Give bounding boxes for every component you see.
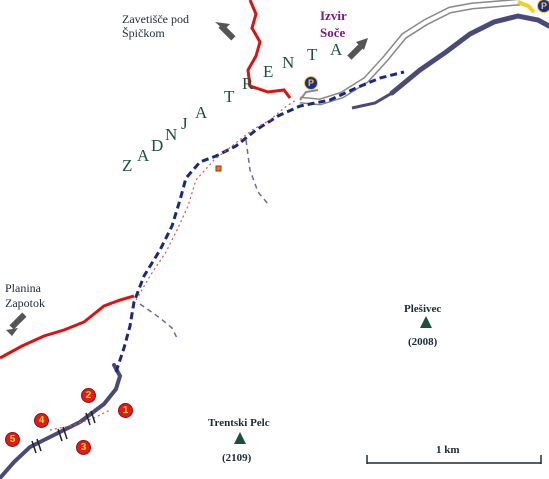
hut-label-line1: Zavetišče pod [122, 12, 189, 26]
marker-4[interactable]: 4 [34, 413, 49, 428]
valley-letter: T [224, 87, 235, 106]
arrow-icon-hut [215, 22, 236, 41]
valley-letter: Z [122, 156, 133, 175]
valley-letter: N [282, 53, 295, 72]
valley-letter: R [242, 74, 254, 93]
river-line [0, 363, 123, 479]
trail-red-upper [246, 0, 292, 99]
valley-letter: N [165, 125, 178, 144]
river-upper-line [389, 13, 549, 96]
peak-icon-trentski [234, 432, 246, 444]
road-yellow [517, 0, 536, 14]
pasture-label-line1: Planina [5, 281, 41, 295]
peak-icon-plesivec [420, 316, 432, 328]
source-label-line1: Izvir [320, 8, 347, 23]
valley-letter: D [151, 136, 164, 155]
valley-letter: A [330, 40, 343, 59]
valley-letter: J [181, 114, 188, 133]
dotted-path [135, 99, 297, 301]
peak-name-trentski: Trentski Pelc [208, 417, 270, 429]
source-label-line2: Soče [320, 25, 346, 40]
parking-icon: P [304, 76, 318, 90]
marker-3[interactable]: 3 [76, 440, 91, 455]
valley-letter: T [307, 45, 318, 64]
hut-label-line2: Špičkom [122, 26, 165, 40]
arrow-icon-source [347, 38, 368, 60]
dotted-path-low [49, 409, 111, 431]
marker-2[interactable]: 2 [81, 388, 96, 403]
river-upper-branch [351, 91, 393, 110]
bridge-icons [31, 410, 96, 454]
valley-letter: A [137, 146, 150, 165]
arrow-icon-pasture [6, 312, 27, 336]
hut-label: Zavetišče pod Špičkom [122, 12, 189, 40]
building-icon [215, 165, 222, 172]
pasture-label: Planina Zapotok [5, 281, 45, 311]
peak-name-plesivec: Plešivec [404, 303, 442, 315]
valley-letter: E [263, 62, 274, 81]
trail-red-left [0, 294, 135, 360]
peak-elevation-trentski: (2109) [222, 452, 252, 464]
side-path-2 [139, 303, 179, 341]
peak-elevation-plesivec: (2008) [408, 336, 438, 348]
parking-icon-edge: P [537, 0, 549, 13]
marker-1[interactable]: 1 [118, 403, 133, 418]
side-path-1 [245, 139, 269, 205]
marker-5[interactable]: 5 [5, 432, 20, 447]
trail-dashed [114, 70, 405, 373]
valley-letter: A [195, 103, 208, 122]
road-loop [299, 89, 319, 101]
pasture-label-line2: Zapotok [5, 296, 45, 310]
scale-label: 1 km [436, 444, 460, 456]
source-label: Izvir Soče [320, 7, 347, 41]
scale-bar [366, 455, 542, 464]
